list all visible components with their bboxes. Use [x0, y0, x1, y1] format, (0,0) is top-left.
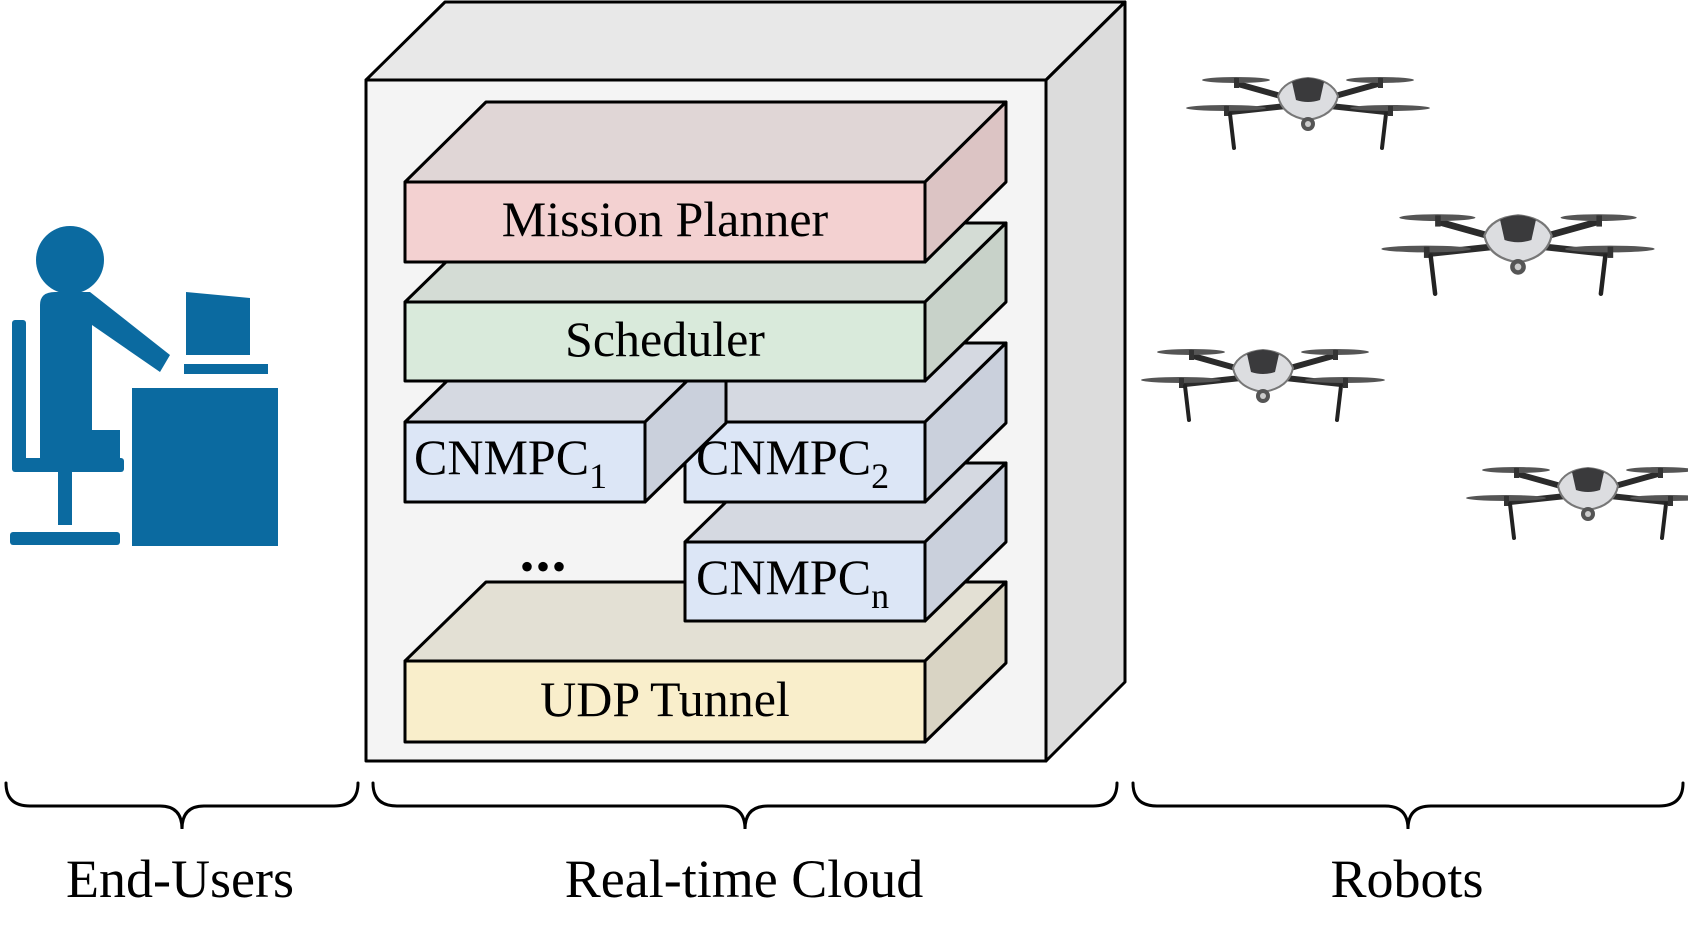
quadcopter-drone-icon — [1381, 214, 1654, 294]
quadcopter-drone-icon — [1466, 467, 1688, 538]
end-users-brace — [4, 781, 360, 830]
cnmpc-n-label: CNMPCn — [696, 549, 889, 616]
robots-label: Robots — [1330, 849, 1483, 909]
cloud-label: Real-time Cloud — [565, 849, 923, 909]
cnmpc-1-label: CNMPC1 — [414, 429, 607, 496]
quadcopter-drone-icon — [1141, 349, 1385, 420]
udp-tunnel-label: UDP Tunnel — [540, 671, 790, 727]
cnmpc-ellipsis: ••• — [520, 544, 568, 589]
user-at-desk-icon — [10, 226, 278, 546]
mission-planner-layer — [403, 100, 1008, 264]
cloud-brace — [371, 781, 1119, 830]
end-users-label: End-Users — [66, 849, 294, 909]
cnmpc-2-label: CNMPC2 — [696, 429, 889, 496]
scheduler-label: Scheduler — [565, 311, 765, 367]
mission-planner-label: Mission Planner — [502, 191, 829, 247]
quadcopter-drone-icon — [1186, 77, 1430, 148]
robots-brace — [1131, 781, 1685, 830]
